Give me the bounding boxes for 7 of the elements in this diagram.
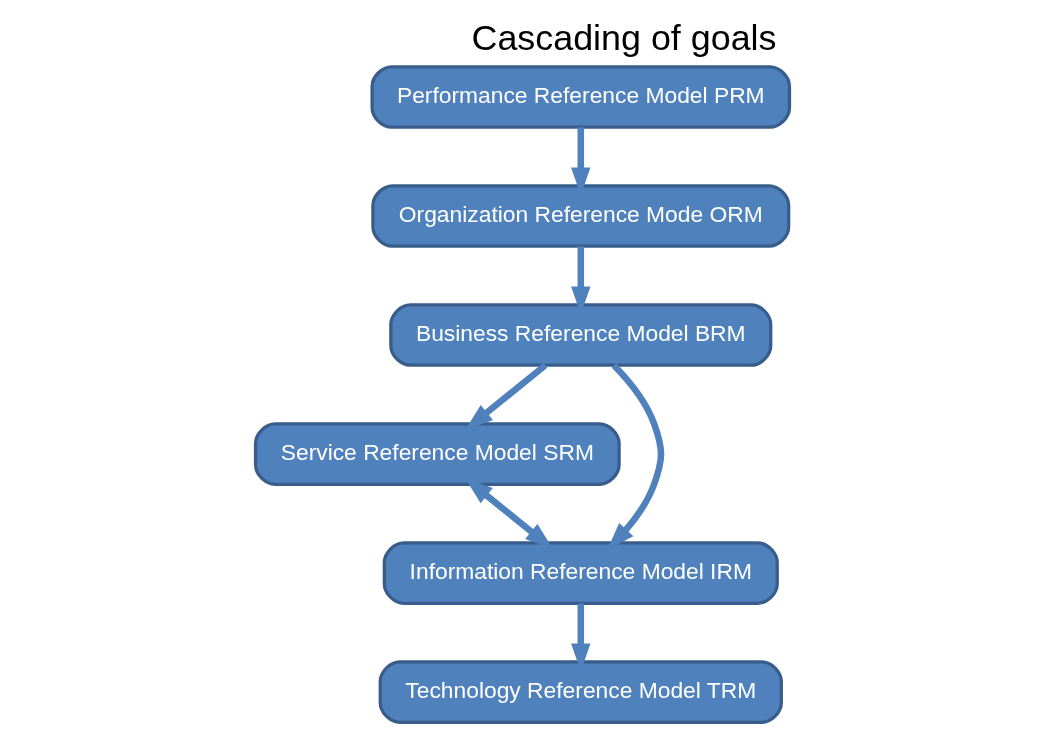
node-box: Organization Reference Mode ORM [371,184,791,248]
node-box: Business Reference Model BRM [389,303,773,367]
node-box: Technology Reference Model TRM [378,660,783,724]
node-box: Information Reference Model IRM [382,541,779,605]
node-box: Service Reference Model SRM [253,422,621,486]
node-box: Performance Reference Model PRM [370,65,792,129]
diagram-title: Cascading of goals [471,17,777,58]
